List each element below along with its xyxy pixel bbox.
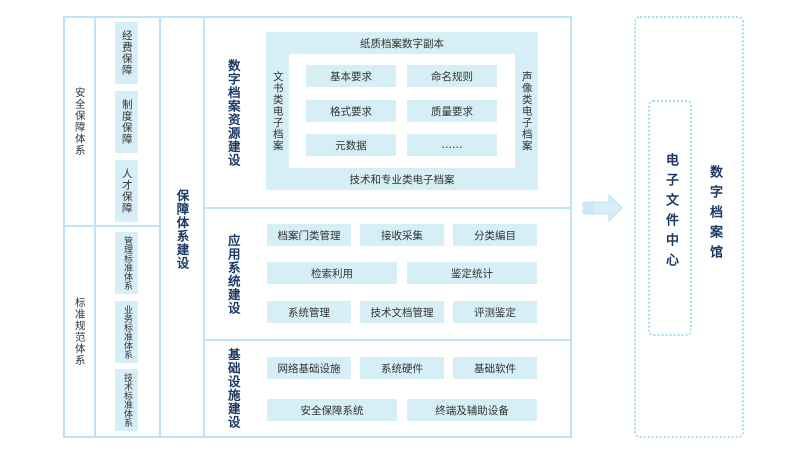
label-text: 档案门类管理 <box>277 229 341 242</box>
resource-requirement: 元数据 <box>306 134 396 156</box>
label-text: 经费保障 <box>120 30 133 76</box>
audiovisual-archive-label: 声像类电子档案 <box>520 70 533 152</box>
resource-requirement: 质量要求 <box>407 100 497 122</box>
label-text: 安全保障系统 <box>300 404 364 417</box>
infrastructure-item: 基础软件 <box>453 357 537 379</box>
application-module: 检索利用 <box>267 262 397 284</box>
label-text: 评测鉴定 <box>474 306 516 319</box>
standards-item: 管理标准体系 <box>115 232 138 294</box>
label-text: 制度保障 <box>120 99 133 145</box>
label-text: 技术标准体系 <box>122 373 132 427</box>
application-module: 接收采集 <box>360 224 444 246</box>
label-text: 鉴定统计 <box>451 267 493 280</box>
electronic-file-center-box <box>648 100 692 336</box>
electronic-file-center: 电子文件中心 <box>663 153 678 277</box>
label-text: 管理标准体系 <box>122 236 132 290</box>
architecture-frame <box>63 16 572 438</box>
divider <box>159 16 161 438</box>
security-item: 人才保障 <box>115 160 138 222</box>
application-module: 鉴定统计 <box>407 262 537 284</box>
resource-requirement: …… <box>407 134 497 156</box>
divider <box>203 16 205 438</box>
standards-item: 业务标准体系 <box>115 301 138 363</box>
resources-inner: 基本要求 命名规则 格式要求 质量要求 元数据 …… <box>289 54 515 168</box>
resource-requirement: 格式要求 <box>306 100 396 122</box>
label-text: 业务标准体系 <box>122 305 132 359</box>
divider <box>203 207 572 209</box>
application-title: 应用系统建设 <box>225 233 241 315</box>
standards-system-group: 标准规范体系 <box>65 227 94 436</box>
infrastructure-item: 终端及辅助设备 <box>407 399 537 421</box>
resources-title-column: 数字档案资源建设 <box>205 18 260 207</box>
label-text: 系统硬件 <box>381 362 423 375</box>
application-module: 分类编目 <box>453 224 537 246</box>
infrastructure-item: 安全保障系统 <box>267 399 397 421</box>
security-item: 制度保障 <box>115 91 138 153</box>
resource-requirement: 基本要求 <box>306 65 396 87</box>
label-text: 分类编目 <box>474 229 516 242</box>
guarantee-title: 保障体系建设 <box>174 189 190 270</box>
application-module: 评测鉴定 <box>453 301 537 323</box>
security-system-group: 安全保障体系 <box>65 18 94 225</box>
right-arrow-icon <box>582 193 624 223</box>
application-module: 系统管理 <box>267 301 351 323</box>
infrastructure-title: 基础设施建设 <box>225 348 241 429</box>
application-module: 技术文档管理 <box>360 301 444 323</box>
label-text: 格式要求 <box>330 105 372 118</box>
guarantee-title-column: 保障体系建设 <box>161 18 203 436</box>
digital-archive-box <box>634 16 744 438</box>
resources-title: 数字档案资源建设 <box>225 58 241 167</box>
label-text: 质量要求 <box>431 105 473 118</box>
application-module: 档案门类管理 <box>267 224 351 246</box>
security-item: 经费保障 <box>115 22 138 84</box>
divider <box>94 16 96 438</box>
divider <box>63 225 161 227</box>
digital-archive-label: 数字档案馆 <box>707 165 722 265</box>
document-archive-label: 文书类电子档案 <box>271 70 284 152</box>
resources-panel: 纸质档案数字副本 技术和专业类电子档案 文书类电子档案 声像类电子档案 基本要求… <box>266 32 538 190</box>
label-text: 终端及辅助设备 <box>435 404 509 417</box>
label-text: 检索利用 <box>311 267 353 280</box>
application-title-column: 应用系统建设 <box>205 209 260 339</box>
security-system-label: 安全保障体系 <box>73 87 86 156</box>
label-text: 技术文档管理 <box>370 306 434 319</box>
infrastructure-item: 网络基础设施 <box>267 357 351 379</box>
digital-archive: 数字档案馆 <box>707 165 722 269</box>
label-text: 元数据 <box>335 139 367 152</box>
label-text: 命名规则 <box>431 70 473 83</box>
label-text: 系统管理 <box>288 306 330 319</box>
resource-requirement: 命名规则 <box>407 65 497 87</box>
paper-archive-digital-copy-label: 纸质档案数字副本 <box>360 37 444 50</box>
technical-archive-label: 技术和专业类电子档案 <box>349 173 455 186</box>
label-text: …… <box>441 139 463 151</box>
label-text: 基本要求 <box>330 70 372 83</box>
standards-system-label: 标准规范体系 <box>73 297 86 366</box>
label-text: 接收采集 <box>381 229 423 242</box>
infrastructure-item: 系统硬件 <box>360 357 444 379</box>
electronic-file-center-label: 电子文件中心 <box>663 153 678 273</box>
label-text: 基础软件 <box>474 362 516 375</box>
divider <box>203 339 572 341</box>
audiovisual-archive-column: 声像类电子档案 <box>515 54 538 168</box>
label-text: 网络基础设施 <box>277 362 341 375</box>
standards-item: 技术标准体系 <box>115 369 138 431</box>
label-text: 人才保障 <box>120 168 133 214</box>
infrastructure-title-column: 基础设施建设 <box>205 341 260 436</box>
document-archive-column: 文书类电子档案 <box>266 54 289 168</box>
